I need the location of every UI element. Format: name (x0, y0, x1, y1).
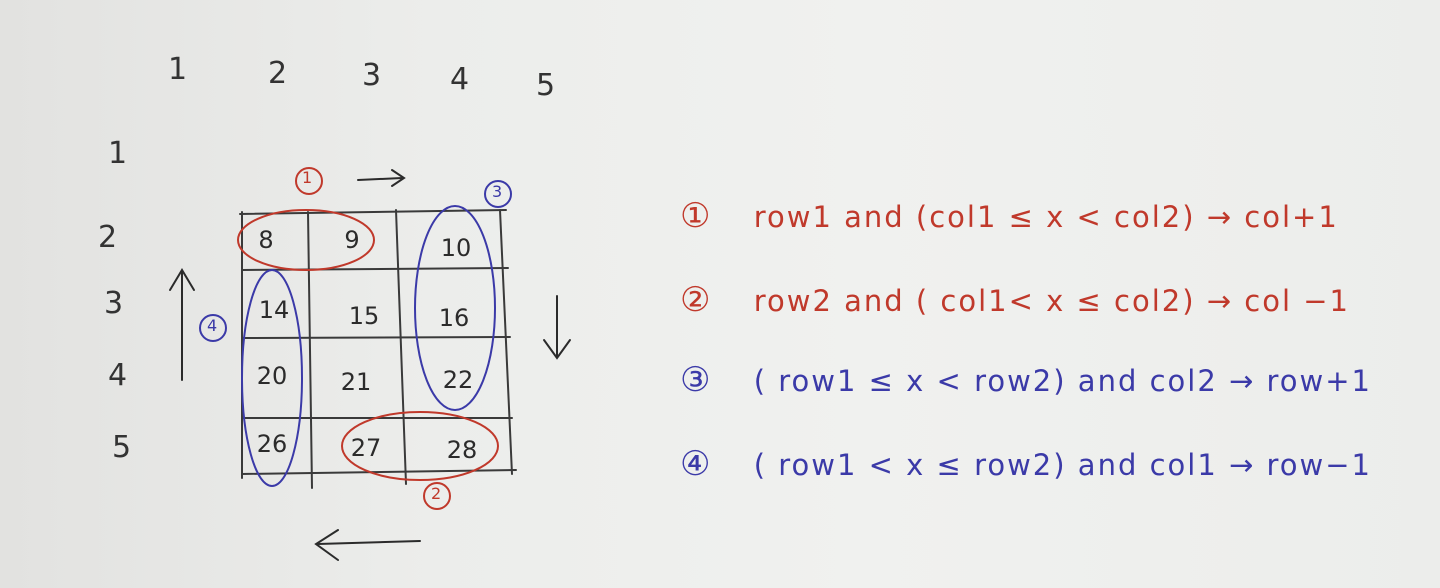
col-header-4: 4 (450, 62, 470, 97)
row-header-3: 3 (104, 286, 124, 321)
grid-cell: 21 (340, 368, 372, 396)
marker-1-label: 1 (302, 168, 313, 187)
marker-ring-4 (199, 314, 227, 342)
col-header-1: 1 (168, 52, 188, 87)
grid-cell: 16 (438, 304, 470, 332)
circle-right-col (414, 205, 496, 411)
note-1: ① row1 and (col1 ≤ x < col2) → col+1 (680, 196, 1339, 236)
marker-4-label: 4 (207, 316, 218, 335)
note-2-marker: ② (680, 280, 713, 320)
arrow-up (169, 268, 195, 381)
grid-line-v4 (499, 209, 513, 475)
grid-line-h1 (239, 209, 507, 215)
note-4-marker: ④ (680, 444, 713, 484)
grid-cell: 27 (350, 434, 382, 462)
note-3: ③ ( row1 ≤ x < row2) and col2 → row+1 (680, 360, 1372, 400)
grid-line-v3 (395, 209, 407, 485)
circle-top-row (237, 209, 375, 271)
circle-bottom-row (341, 411, 499, 481)
note-3-text: ( row1 ≤ x < row2) and col2 → row+1 (753, 364, 1372, 398)
grid-cell: 14 (258, 296, 290, 324)
grid-cell: 10 (440, 234, 472, 262)
grid-line-v2 (307, 211, 313, 489)
grid-cell: 15 (348, 302, 380, 330)
row-header-1: 1 (108, 136, 128, 171)
marker-ring-1 (295, 167, 323, 195)
arrow-left (314, 529, 421, 561)
row-header-5: 5 (112, 430, 132, 465)
grid-cell: 22 (442, 366, 474, 394)
note-1-text: row1 and (col1 ≤ x < col2) → col+1 (753, 200, 1339, 234)
grid-cell: 20 (256, 362, 288, 390)
circle-left-col (241, 269, 303, 487)
marker-ring-2 (423, 482, 451, 510)
note-4-text: ( row1 < x ≤ row2) and col1 → row−1 (753, 448, 1372, 482)
grid-cell: 8 (258, 226, 274, 254)
arrow-right (357, 169, 406, 187)
grid-line-h3 (241, 336, 511, 339)
col-header-3: 3 (362, 58, 382, 93)
row-header-2: 2 (98, 220, 118, 255)
marker-2-label: 2 (431, 484, 442, 503)
grid-cell: 26 (256, 430, 288, 458)
note-2: ② row2 and ( col1< x ≤ col2) → col −1 (680, 280, 1350, 320)
grid-cell: 9 (344, 226, 360, 254)
grid-cell: 28 (446, 436, 478, 464)
row-header-4: 4 (108, 358, 128, 393)
marker-3-label: 3 (492, 182, 503, 201)
col-header-2: 2 (268, 56, 288, 91)
note-2-text: row2 and ( col1< x ≤ col2) → col −1 (753, 284, 1350, 318)
col-header-5: 5 (536, 68, 556, 103)
note-1-marker: ① (680, 196, 713, 236)
arrow-down (543, 295, 571, 360)
marker-ring-3 (484, 180, 512, 208)
note-4: ④ ( row1 < x ≤ row2) and col1 → row−1 (680, 444, 1372, 484)
note-3-marker: ③ (680, 360, 713, 400)
grid-line-h5 (241, 469, 517, 475)
